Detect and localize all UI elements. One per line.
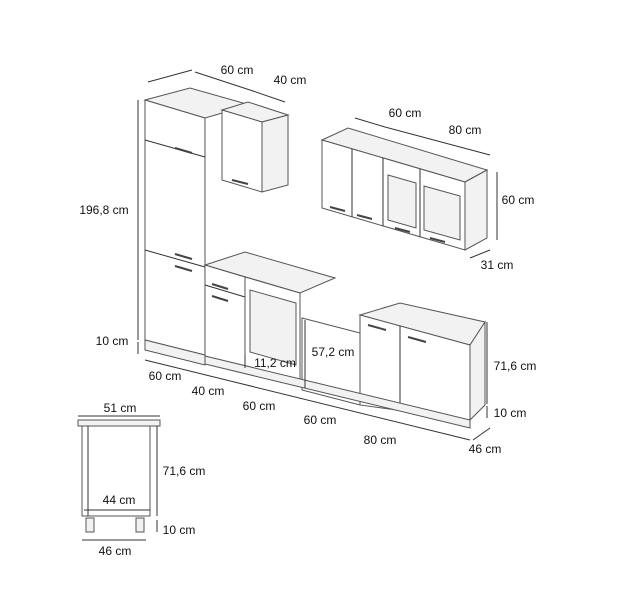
side-plinth: 10 cm: [163, 523, 196, 537]
dim-wall-depth: 31 cm: [481, 258, 514, 272]
dim-dishwasher-height: 57,2 cm: [312, 345, 355, 359]
dim-oven-gap: 11,2 cm: [254, 356, 296, 370]
side-height: 71,6 cm: [163, 464, 206, 478]
dim-wall-height: 60 cm: [502, 193, 535, 207]
dim-base-w3: 60 cm: [243, 399, 276, 413]
dim-plinth-right: 10 cm: [494, 406, 527, 420]
side-bottom-depth: 46 cm: [99, 544, 132, 558]
dim-base-height: 71,6 cm: [494, 359, 537, 373]
dim-base-w4: 60 cm: [304, 413, 337, 427]
dim-wall-unit-80: 80 cm: [449, 123, 482, 137]
dim-wall-unit-60: 60 cm: [389, 106, 422, 120]
dim-plinth-left: 10 cm: [96, 334, 129, 348]
dim-base-w5: 80 cm: [364, 433, 397, 447]
dim-total-height: 196,8 cm: [79, 203, 128, 217]
dim-base-depth: 46 cm: [469, 442, 502, 456]
base-cabinets: [203, 251, 486, 429]
dimension-lines: [78, 69, 498, 541]
side-inner-depth: 44 cm: [103, 493, 136, 507]
side-view-cabinet: [77, 419, 161, 533]
side-top-depth: 51 cm: [104, 401, 137, 415]
dim-base-w1: 60 cm: [149, 369, 182, 383]
dim-base-w2: 40 cm: [192, 384, 225, 398]
wall-cabinet-40: [220, 101, 290, 193]
dim-wall-small-width: 40 cm: [274, 73, 307, 87]
dim-tall-depth: 60 cm: [221, 63, 254, 77]
wall-cabinets-right: [320, 127, 489, 251]
